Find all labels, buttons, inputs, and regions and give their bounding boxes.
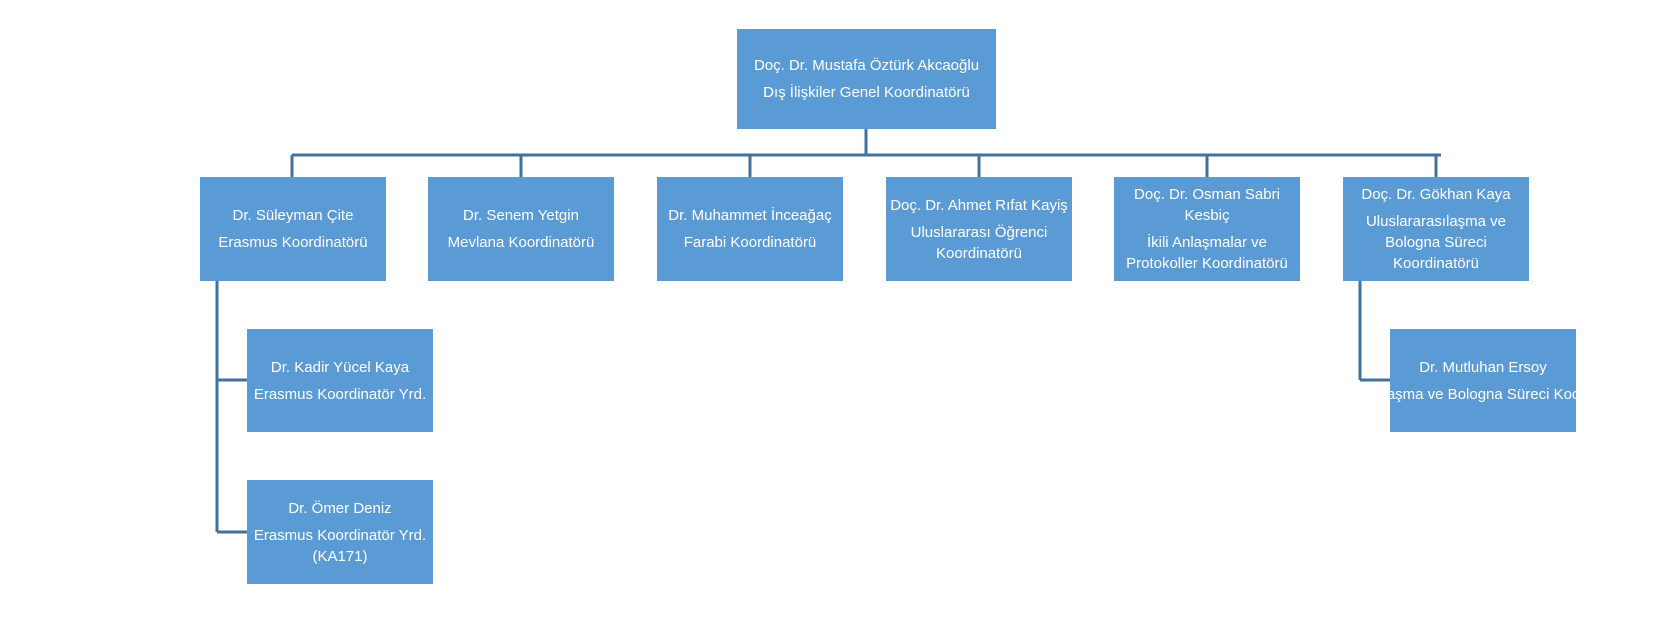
org-node-farabi-coordinator: Dr. Muhammet İnceağaç Farabi Koordinatör… <box>657 177 843 281</box>
node-name: Dr. Mutluhan Ersoy <box>1419 358 1547 376</box>
node-name: Doç. Dr. Mustafa Öztürk Akcaoğlu <box>753 57 980 74</box>
node-role: Erasmus Koordinatörü <box>218 234 368 251</box>
node-role: İkili Anlaşmalar ve Protokoller Koordina… <box>1126 234 1288 272</box>
org-node-erasmus-assistant-1: Dr. Kadir Yücel Kaya Erasmus Koordinatör… <box>247 329 433 432</box>
node-role: Uluslararası Öğrenci Koordinatörü <box>910 223 1048 262</box>
node-name: Dr. Ömer Deniz <box>288 499 392 517</box>
node-name: Doç. Dr. Gökhan Kaya <box>1361 186 1511 203</box>
node-name: Dr. Kadir Yücel Kaya <box>270 358 410 376</box>
org-node-bologna-coordinator: Doç. Dr. Gökhan Kaya Uluslararasılaşma v… <box>1343 177 1529 281</box>
org-node-bologna-assistant: Dr. Mutluhan Ersoy Uluslararasılaşma ve … <box>1303 329 1654 432</box>
org-node-international-student-coordinator: Doç. Dr. Ahmet Rıfat Kayiş Uluslararası … <box>886 177 1072 281</box>
org-node-erasmus-assistant-2: Dr. Ömer Deniz Erasmus Koordinatör Yrd. … <box>247 480 433 584</box>
node-role: Farabi Koordinatörü <box>683 234 817 251</box>
node-name: Doç. Dr. Osman Sabri Kesbiç <box>1134 186 1280 224</box>
org-node-bilateral-agreements-coordinator: Doç. Dr. Osman Sabri Kesbiç İkili Anlaşm… <box>1114 177 1300 281</box>
org-node-general-coordinator: Doç. Dr. Mustafa Öztürk Akcaoğlu Dış İli… <box>737 29 996 129</box>
node-role: Erasmus Koordinatör Yrd. <box>253 385 427 403</box>
node-name: Dr. Muhammet İnceağaç <box>668 207 832 224</box>
node-role: Mevlana Koordinatörü <box>447 234 595 251</box>
org-node-mevlana-coordinator: Dr. Senem Yetgin Mevlana Koordinatörü <box>428 177 614 281</box>
node-name: Dr. Senem Yetgin <box>463 207 579 224</box>
node-role: Dış İlişkiler Genel Koordinatörü <box>763 84 970 101</box>
node-name: Doç. Dr. Ahmet Rıfat Kayiş <box>890 196 1068 214</box>
node-role: Uluslararasılaşma ve Bologna Süreci Koor… <box>1365 213 1507 272</box>
node-name: Dr. Süleyman Çite <box>232 207 354 224</box>
node-role: Erasmus Koordinatör Yrd. (KA171) <box>253 526 427 565</box>
node-role: Uluslararasılaşma ve Bologna Süreci Koor… <box>1303 385 1654 403</box>
org-node-erasmus-coordinator: Dr. Süleyman Çite Erasmus Koordinatörü <box>200 177 386 281</box>
